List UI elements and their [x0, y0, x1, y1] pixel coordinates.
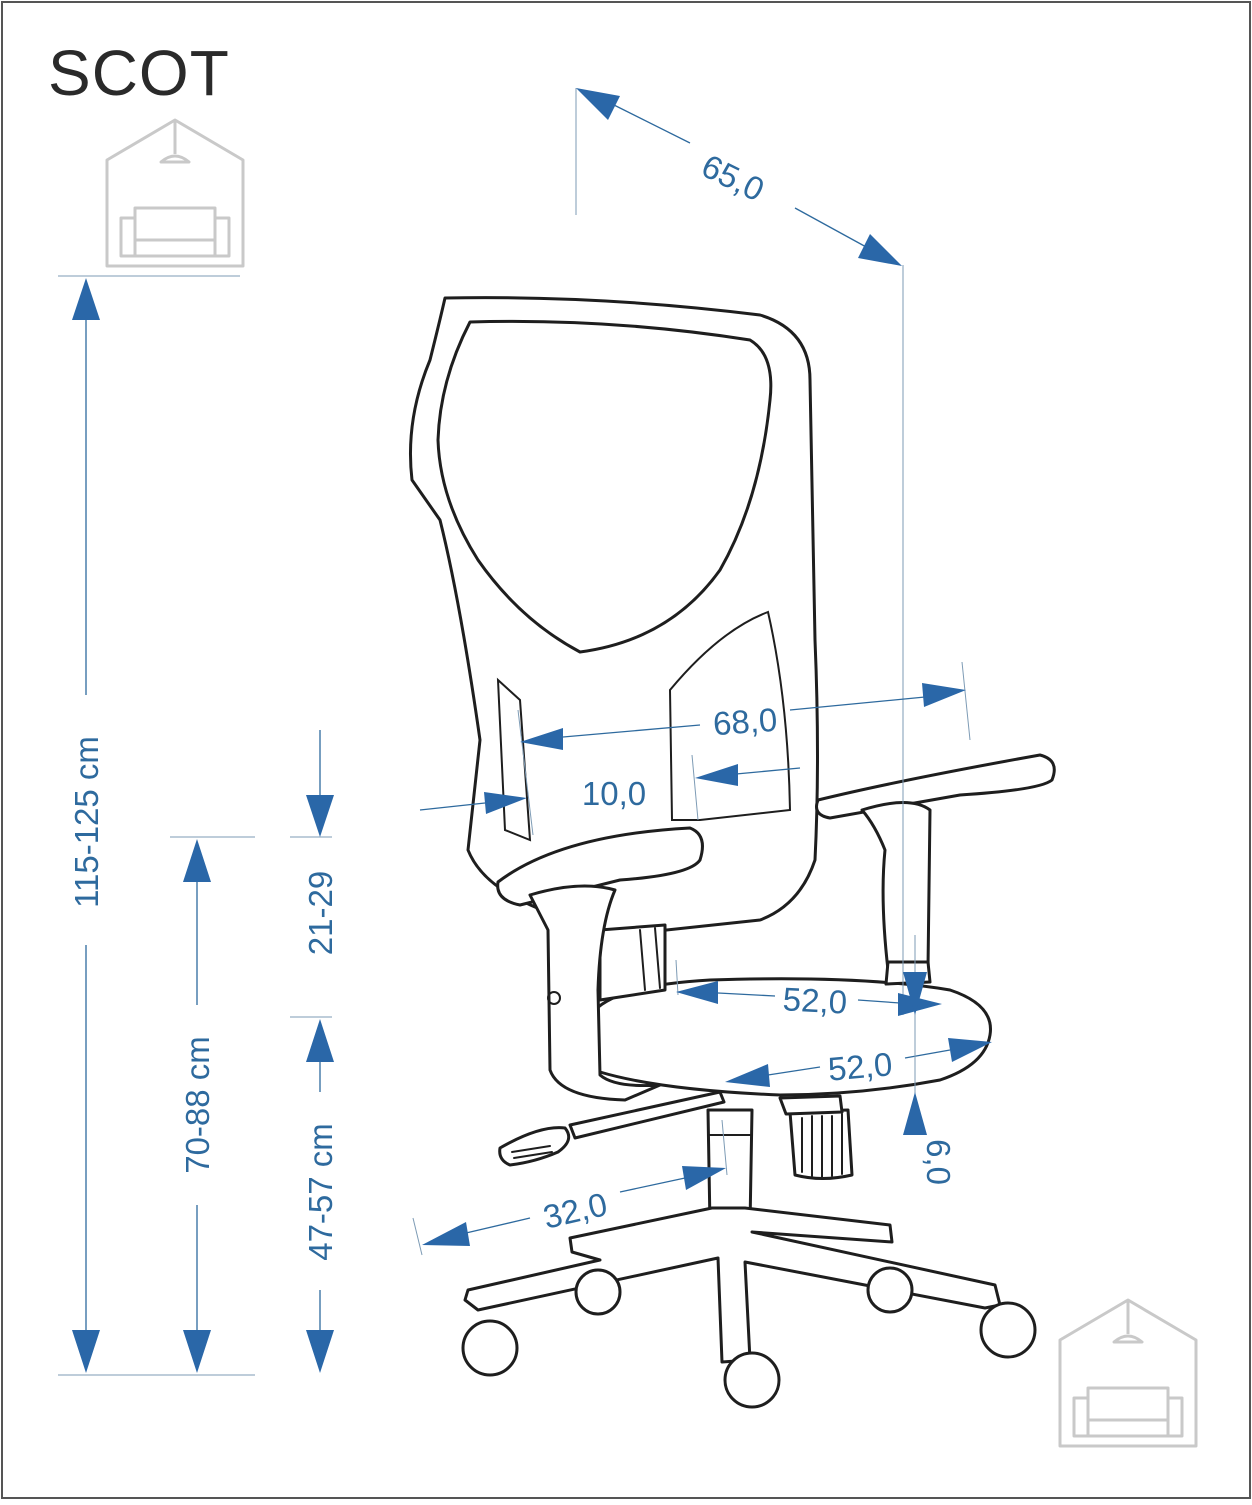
- label-seat-thickness: 6,0: [920, 1139, 957, 1185]
- label-depth: 65,0: [696, 147, 770, 208]
- chair-outline: [409, 296, 1056, 1409]
- house-sofa-icon: [105, 118, 245, 268]
- label-seat-depth: 52,0: [782, 980, 848, 1020]
- label-armrest-width: 10,0: [582, 775, 646, 812]
- label-base-radius: 32,0: [540, 1185, 611, 1236]
- dim-total-height: 115-125 cm: [58, 275, 255, 1376]
- dim-seat-depth: 52,0: [675, 959, 942, 1021]
- dim-seat-height: 47-57 cm: [302, 1019, 339, 1373]
- dim-seat-thickness: 6,0: [903, 935, 957, 1185]
- label-seat-width: 52,0: [827, 1045, 894, 1087]
- label-width: 68,0: [712, 701, 779, 742]
- label-seat-height: 47-57 cm: [302, 1123, 339, 1261]
- dim-armrest-height: 70-88 cm: [170, 836, 255, 1373]
- dim-armrest-width: 10,0: [419, 754, 801, 821]
- label-total-height: 115-125 cm: [68, 736, 105, 908]
- dim-seat-width: 52,0: [725, 1038, 992, 1088]
- product-title: SCOT: [48, 37, 230, 109]
- dim-width: 68,0: [517, 661, 971, 836]
- label-armrest-to-seat: 21-29: [302, 871, 339, 955]
- house-sofa-icon-bottom: [1058, 1298, 1198, 1448]
- label-armrest-height: 70-88 cm: [179, 1036, 216, 1174]
- dim-armrest-to-seat: 21-29: [290, 730, 339, 1018]
